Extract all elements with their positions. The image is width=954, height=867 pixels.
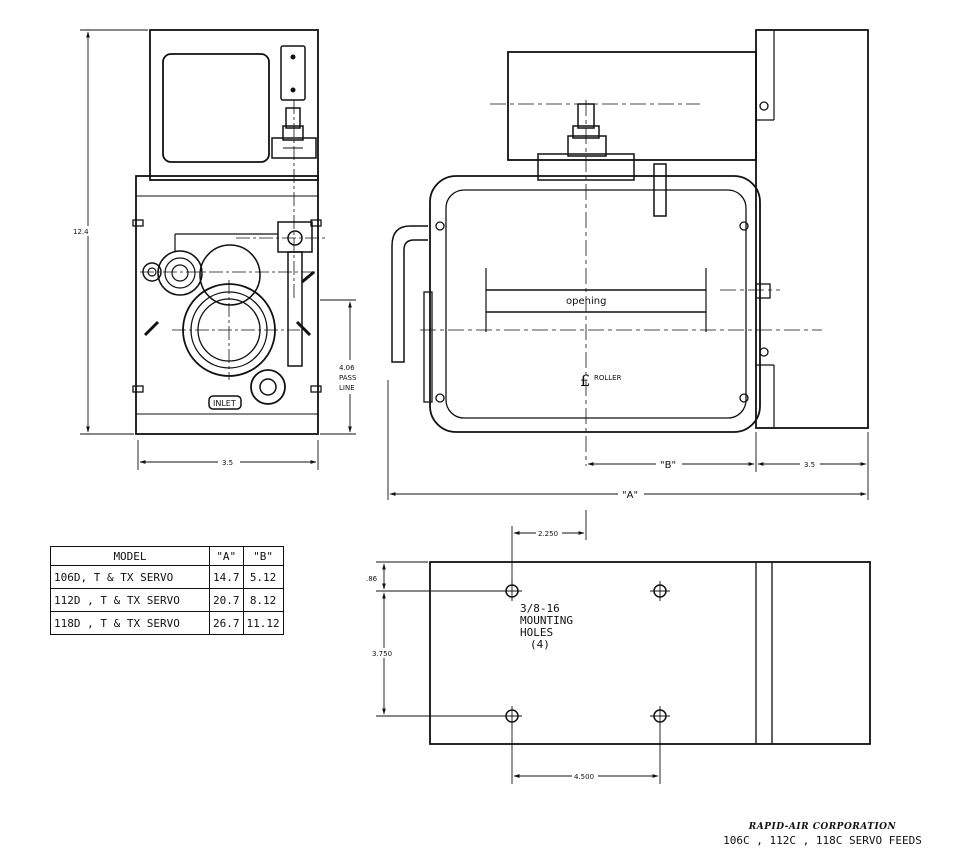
dim-front-width: 3.5 <box>222 459 233 467</box>
table-header-row: MODEL "A" "B" <box>50 546 284 566</box>
mounting-note-count: (4) <box>530 638 550 651</box>
connector-plate <box>280 45 306 101</box>
centerline-symbol: £ <box>580 371 590 390</box>
table-cell-a: 20.7 <box>209 588 244 612</box>
header-a: "A" <box>209 546 244 566</box>
bottom-dimensions <box>376 510 661 784</box>
table-cell-a: 14.7 <box>209 565 244 589</box>
table-row: 112D , T & TX SERVO 20.7 8.12 <box>50 588 284 612</box>
mounting-note-word2: HOLES <box>520 626 553 639</box>
table-row: 118D , T & TX SERVO 26.7 11.12 <box>50 611 284 635</box>
dim-hole-offset-x: 2.250 <box>538 530 558 538</box>
mounting-note-thread: 3/8-16 <box>520 602 560 615</box>
table-cell-b: 5.12 <box>242 565 284 589</box>
feed-body-front <box>135 175 319 435</box>
table-cell-a: 26.7 <box>209 611 244 635</box>
idler-roller <box>199 244 261 306</box>
side-motor-housing <box>507 51 757 161</box>
table-cell-model: 112D , T & TX SERVO <box>50 588 210 612</box>
dim-pass-line-word2: LINE <box>339 384 355 392</box>
side-body-inner <box>445 189 747 419</box>
dim-hole-spacing-x: 4.500 <box>574 773 594 781</box>
product-name: 106C , 112C , 118C SERVO FEEDS <box>723 834 922 847</box>
header-b: "B" <box>242 546 284 566</box>
inlet-fitting <box>250 369 286 405</box>
table-row: 106D, T & TX SERVO 14.7 5.12 <box>50 565 284 589</box>
dim-pass-line-value: 4.06 <box>339 364 355 372</box>
company-name: RAPID-AIR CORPORATION <box>748 822 897 832</box>
table-cell-b: 11.12 <box>242 611 284 635</box>
base-plate <box>429 561 871 745</box>
title-block: RAPID-AIR CORPORATION 106C , 112C , 118C… <box>700 822 945 847</box>
dim-pass-line-word1: PASS <box>339 374 357 382</box>
dim-height: 12.4 <box>73 228 89 236</box>
dim-side-width: 3.5 <box>804 461 815 469</box>
dim-hole-offset-y: .86 <box>366 575 378 583</box>
inlet-label-box <box>208 395 242 410</box>
air-hose <box>391 225 428 363</box>
dim-b: "B" <box>660 460 676 471</box>
model-table: MODEL "A" "B" 106D, T & TX SERVO 14.7 5.… <box>50 546 284 635</box>
side-body-outer <box>429 175 761 433</box>
side-frame-plate <box>755 29 869 429</box>
table-cell-b: 8.12 <box>242 588 284 612</box>
roller-label: ROLLER <box>594 374 622 382</box>
bottom-view <box>429 561 871 745</box>
dim-a: "A" <box>622 490 638 501</box>
upper-roller <box>157 250 203 296</box>
mounting-note-word1: MOUNTING <box>520 614 573 627</box>
dim-hole-spacing-y: 3.750 <box>372 650 392 658</box>
opening-label: opening <box>566 296 606 307</box>
header-model: MODEL <box>50 546 210 566</box>
inlet-label: INLET <box>213 399 236 408</box>
motor-window <box>162 53 270 163</box>
side-dimensions <box>387 380 869 500</box>
table-cell-model: 106D, T & TX SERVO <box>50 565 210 589</box>
motor-housing <box>149 29 319 181</box>
table-cell-model: 118D , T & TX SERVO <box>50 611 210 635</box>
front-view <box>132 29 326 435</box>
side-view <box>391 29 869 466</box>
